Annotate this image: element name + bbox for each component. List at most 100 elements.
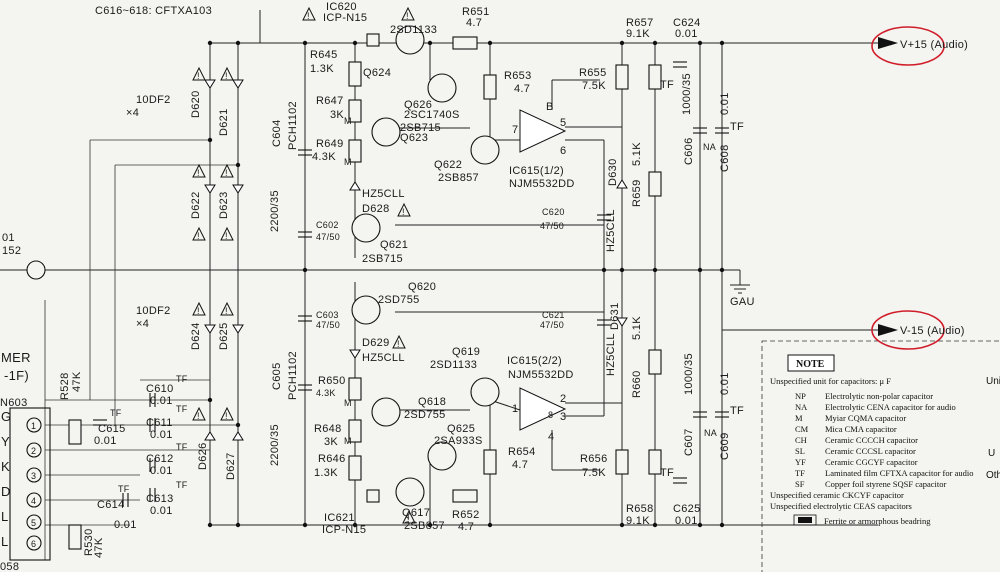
r651-ref: R651: [462, 6, 490, 18]
q623: Q623: [400, 132, 428, 144]
c611-ref: C611: [146, 417, 173, 429]
d631: D631: [609, 303, 621, 331]
rail-pos: V+15 (Audio): [871, 26, 968, 66]
note-desc-3: Mica CMA capacitor: [825, 424, 897, 434]
arrow-right-icon: [878, 324, 898, 336]
q620: Q620: [408, 281, 436, 293]
c-1000-35-top: 1000/35: [681, 73, 693, 115]
conn-letter-k: K: [1, 459, 10, 474]
d624: D624: [190, 323, 202, 351]
c621-val: 47/50: [540, 320, 564, 330]
c-1000-35-bot: 1000/35: [683, 353, 695, 395]
ic620-ref: IC620: [326, 1, 357, 13]
warning-triangle-icon: !: [220, 406, 234, 421]
c625-val: 0.01: [675, 515, 698, 527]
tf-bot: TF: [660, 467, 674, 479]
warning-triangle-icon: !: [302, 6, 316, 21]
c-001-bot: 0.01: [719, 372, 731, 395]
one-f: -1F): [4, 368, 29, 383]
rail-neg-label: V-15 (Audio): [900, 325, 965, 337]
d-10df2-bot: 10DF2: [136, 305, 171, 317]
r656-val: 7.5K: [582, 467, 606, 479]
q621-type: 2SB715: [362, 253, 403, 265]
svg-text:!: !: [197, 231, 200, 241]
conn-pin-6: 6: [31, 539, 36, 549]
r659-val: 5.1K: [631, 142, 643, 166]
connector-cn603: [9, 407, 51, 561]
highlight-circle-pos: [871, 26, 945, 66]
ic620-val: ICP-N15: [323, 12, 367, 24]
transistor-q619: [470, 377, 500, 407]
r655-val: 7.5K: [582, 80, 606, 92]
warning-triangle-icon: !: [192, 66, 206, 81]
r658-val: 9.1K: [626, 515, 650, 527]
r530-ref: R530: [83, 529, 95, 557]
c625-ref: C625: [673, 503, 701, 515]
m-label-1: M: [344, 116, 352, 126]
resistor-r647: [348, 99, 362, 123]
c606: C606: [683, 138, 695, 166]
svg-text:!: !: [307, 11, 310, 21]
resistor-r652: [452, 489, 478, 503]
q617-type: 2SB857: [404, 520, 445, 532]
diode-d630: [616, 179, 628, 189]
pch1102-bot: PCH1102: [287, 351, 299, 400]
diode-d624: [204, 324, 216, 334]
capacitor-c612: [149, 458, 156, 472]
note-code-5: SL: [795, 446, 805, 456]
hz5cll-d631: HZ5CLL: [605, 333, 617, 376]
edge-uni: Uni: [986, 376, 1000, 387]
rail-neg: V-15 (Audio): [871, 310, 965, 350]
c602-ref: C602: [316, 220, 339, 230]
svg-text:!: !: [406, 11, 409, 21]
svg-text:!: !: [197, 411, 200, 421]
svg-text:!: !: [197, 306, 200, 316]
ferrite-bead-icon: [793, 514, 817, 526]
q620-type: 2SD755: [378, 294, 420, 306]
pin4: 4: [548, 431, 554, 443]
resistor-r649: [348, 139, 362, 163]
c602-val: 47/50: [316, 232, 340, 242]
c-001-top: 0.01: [719, 92, 731, 115]
c607: C607: [683, 429, 695, 457]
warning-triangle-icon: !: [220, 301, 234, 316]
b-label: B: [546, 101, 554, 113]
d627: D627: [225, 453, 237, 481]
fuse-ic620: [366, 33, 380, 47]
d628: D628: [362, 203, 390, 215]
c-2200-35-top: 2200/35: [269, 190, 281, 232]
pin3: 3: [560, 411, 566, 423]
resistor-r659: [648, 171, 662, 197]
r646-val: 1.3K: [314, 467, 338, 479]
c613-val: 0.01: [150, 505, 173, 517]
r649-ref: R649: [316, 138, 344, 150]
connector-labels: G Y K D L L 1 2 3 4 5 6: [1, 409, 36, 549]
c603-val: 47/50: [316, 320, 340, 330]
note-title: NOTE: [796, 359, 825, 370]
components: [9, 25, 729, 561]
diode-d626: [204, 431, 216, 441]
r650-ref: R650: [318, 375, 346, 387]
capacitor-c607: [693, 411, 707, 418]
note-code-3: CM: [795, 424, 809, 434]
r660-ref: R660: [631, 371, 643, 399]
tf-c615: TF: [110, 408, 122, 418]
ground-icon: [730, 284, 750, 294]
note-desc-4: Ceramic CCCCH capacitor: [825, 435, 918, 445]
resistor-r658: [648, 449, 662, 475]
note-ferrite: Ferrite or armorphous beadring: [824, 516, 931, 526]
d623: D623: [218, 192, 230, 220]
conn-letter-y: Y: [1, 434, 10, 449]
tf-top: TF: [660, 79, 674, 91]
ic615-2: IC615(2/2): [507, 355, 562, 367]
c620-ref: C620: [542, 207, 565, 217]
capacitor-c606: [693, 127, 707, 134]
r652-ref: R652: [452, 509, 480, 521]
pin1: 1: [512, 403, 518, 415]
capacitor-c609: [715, 411, 729, 418]
warning-triangle-icon: !: [401, 6, 415, 21]
r648-val: 3K: [324, 436, 338, 448]
na-top: NA: [703, 142, 716, 152]
r657-ref: R657: [626, 17, 654, 29]
note-code-4: CH: [795, 435, 807, 445]
